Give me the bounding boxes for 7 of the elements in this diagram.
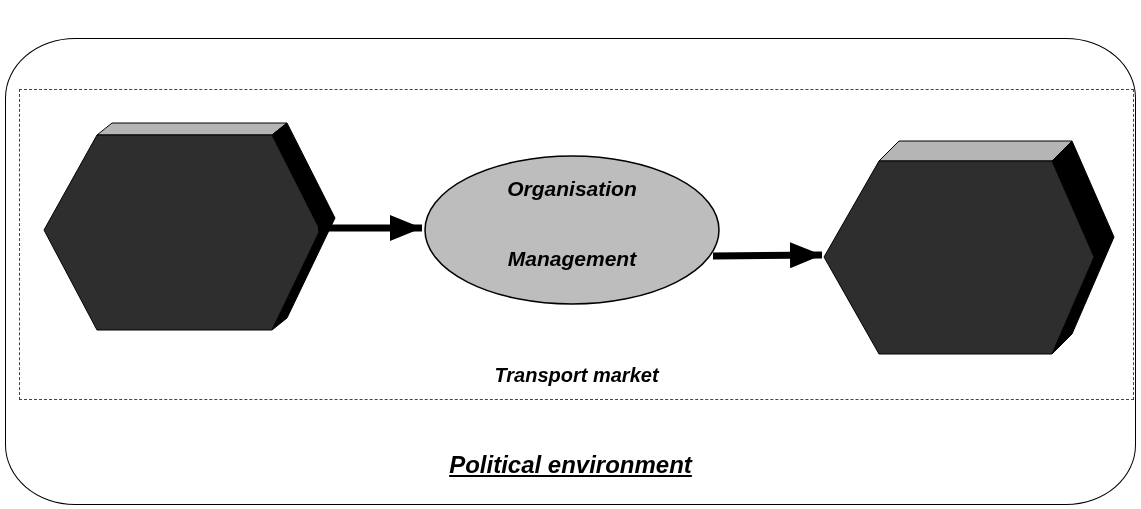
market-label: Transport market <box>494 364 659 387</box>
environment-frame <box>5 38 1136 505</box>
market-boundary <box>19 89 1134 400</box>
arrow <box>712 242 823 269</box>
organisation-text: Organisation <box>507 177 637 201</box>
environment-heading: Political environment <box>449 451 692 479</box>
management-text: Management <box>507 247 637 271</box>
